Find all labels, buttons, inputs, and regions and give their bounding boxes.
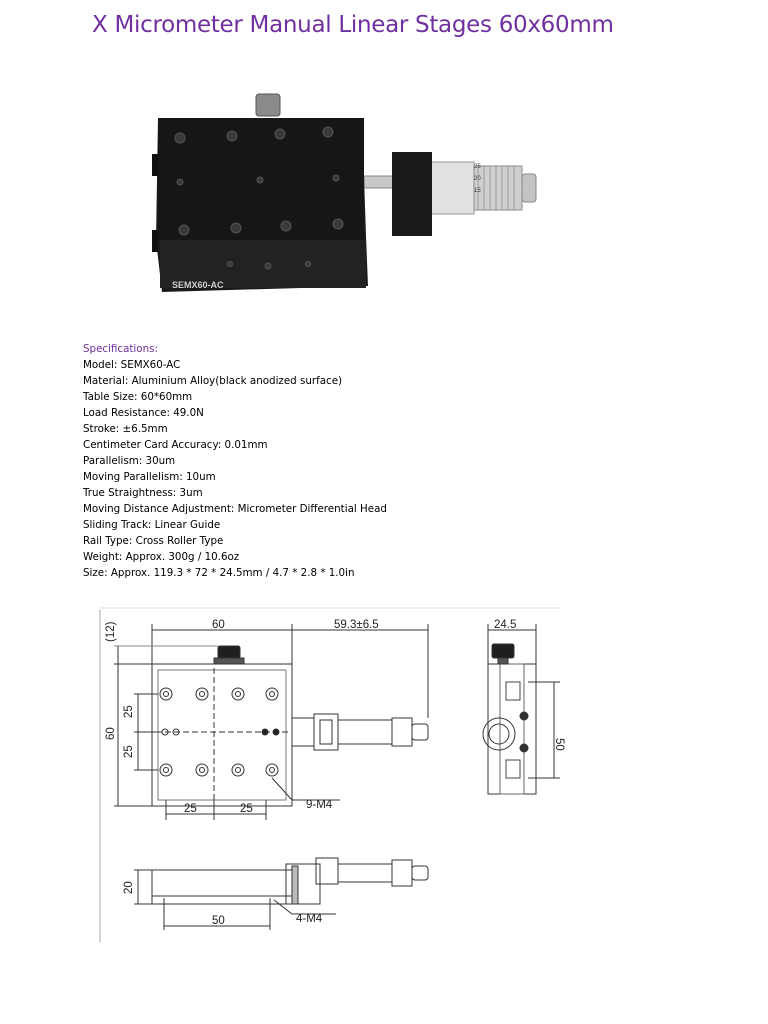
- dim-margin: (12): [105, 621, 117, 642]
- spec-line: Moving Parallelism: 10um: [83, 471, 216, 483]
- spec-line: Weight: Approx. 300g / 10.6oz: [83, 551, 240, 563]
- spec-line: Table Size: 60*60mm: [83, 391, 193, 403]
- scale-number: 20: [474, 176, 481, 182]
- dim-travel: 59.3±6.5: [334, 619, 379, 631]
- dim-height-60: 60: [105, 727, 117, 740]
- scale-number: 25: [474, 164, 481, 170]
- plate-label: SEMX60-AC: [172, 280, 224, 290]
- dim-front-50: 50: [212, 915, 225, 927]
- dim-25-lower: 25: [123, 745, 135, 758]
- spec-line: Material: Aluminium Alloy(black anodized…: [83, 375, 343, 387]
- spec-line: Stroke: ±6.5mm: [83, 423, 168, 435]
- spec-line: Moving Distance Adjustment: Micrometer D…: [83, 503, 387, 515]
- technical-drawing: 60 59.3±6.5 24.5 (12) 60 25 25 50 25 25 …: [99, 607, 565, 942]
- scale-number: 15: [474, 188, 481, 194]
- spec-line: Model: SEMX60-AC: [83, 359, 181, 371]
- dim-front-height: 20: [123, 881, 135, 894]
- specifications: Specifications: Model: SEMX60-AC Materia…: [83, 341, 387, 581]
- spec-line: Rail Type: Cross Roller Type: [83, 535, 224, 547]
- spec-line: Centimeter Card Accuracy: 0.01mm: [83, 439, 268, 451]
- spec-line: Parallelism: 30um: [83, 455, 176, 467]
- callout-holes-top: 9-M4: [306, 799, 333, 811]
- dim-top-width: 60: [212, 619, 225, 631]
- dim-bottom-25-left: 25: [184, 803, 197, 815]
- spec-line: True Straightness: 3um: [83, 487, 203, 499]
- dim-bottom-25-right: 25: [240, 803, 253, 815]
- spec-line: Size: Approx. 119.3 * 72 * 24.5mm / 4.7 …: [83, 567, 355, 579]
- dim-side-width: 24.5: [494, 619, 516, 631]
- spec-line: Load Resistance: 49.0N: [83, 407, 204, 419]
- dim-side-50: 50: [553, 738, 565, 751]
- specifications-heading: Specifications:: [83, 343, 158, 355]
- dim-25-upper: 25: [123, 705, 135, 718]
- spec-line: Sliding Track: Linear Guide: [83, 519, 221, 531]
- callout-holes-front: 4-M4: [296, 913, 323, 925]
- page-title: X Micrometer Manual Linear Stages 60x60m…: [92, 12, 614, 38]
- linear-stage-photo: 25 20 15 SEMX60-AC: [152, 93, 537, 292]
